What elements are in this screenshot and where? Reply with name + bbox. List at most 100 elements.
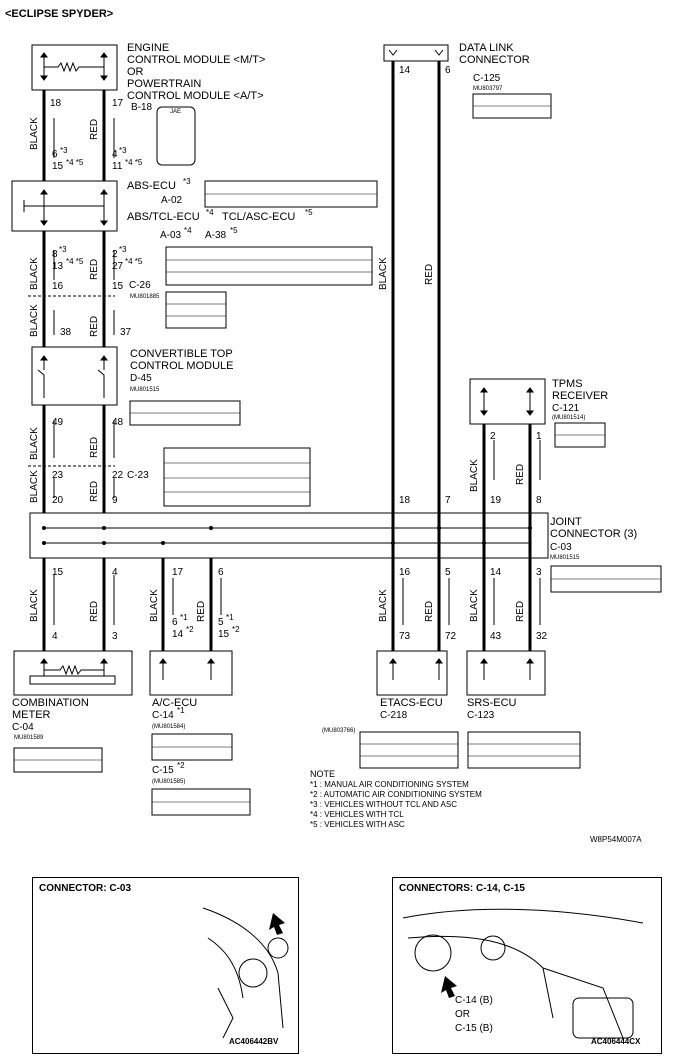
inset-c14-code: AC406444CX [591, 1037, 641, 1046]
etacs-label: ETACS-ECU [380, 697, 443, 709]
inset-c14-c15: CONNECTORS: C-14, C-15 C-14 (B) OR C-15 … [392, 877, 662, 1054]
pin-number: 15 [52, 567, 64, 578]
pin-number: 17 [172, 567, 184, 578]
etacs-part: (MU803766) [322, 728, 356, 734]
tpms-part: (MU801514) [552, 415, 586, 421]
tpms-label-1: TPMS [552, 378, 583, 390]
pin-number: 19 [490, 495, 502, 506]
note-item: *3 : VEHICLES WITHOUT TCL AND ASC [310, 800, 457, 809]
pin-number: 22 [112, 470, 124, 481]
pin-note: *3 [59, 245, 67, 254]
ctcm-connector: D-45 [130, 373, 152, 384]
wire-color-label: BLACK [29, 470, 40, 503]
ac-conn-2: C-15 [152, 765, 174, 776]
ecm-label-3: OR [127, 66, 144, 78]
pin-number: 20 [52, 495, 64, 506]
tpms-connector: C-121 [552, 403, 580, 414]
wire-color-label: BLACK [378, 589, 389, 622]
inset-c03-code: AC406442BV [229, 1037, 279, 1046]
etacs-box [376, 650, 448, 696]
pin-number: 5 [445, 567, 451, 578]
wire-color-label: RED [515, 600, 526, 622]
abs-conn-2a: A-03 [160, 230, 182, 241]
pin-number: 49 [52, 417, 64, 428]
pin-number: 16 [399, 567, 411, 578]
pin-number: 14 [490, 567, 502, 578]
note-title: NOTE [310, 769, 336, 779]
meter-box [13, 650, 133, 696]
ac-part-1: (MU801584) [152, 724, 186, 730]
pin-number: 9 [112, 495, 118, 506]
console-illustration [402, 908, 644, 1039]
pin-note: *4 *5 [66, 257, 84, 266]
jc-label-2: CONNECTOR (3) [550, 528, 638, 540]
pin-number: 38 [60, 327, 72, 338]
ecm-connector: B-18 [131, 102, 153, 113]
pin-number: 2 [112, 249, 118, 260]
pin-number: 6 [172, 617, 178, 628]
pin-number: 27 [112, 261, 124, 272]
pin-number: 5 [218, 617, 224, 628]
wire-color-label: BLACK [469, 589, 480, 622]
meter-label-2: METER [12, 709, 51, 721]
pin-number: 18 [399, 495, 411, 506]
wire-color-label: RED [424, 600, 435, 622]
pin-note: *2 [186, 625, 194, 634]
jc-label-1: JOINT [550, 516, 582, 528]
wire-color-label: BLACK [378, 257, 389, 290]
wire-color-label: BLACK [149, 589, 160, 622]
inset-c14-label: C-14 (B) [455, 995, 493, 1006]
pin-note: *4 *5 [125, 158, 143, 167]
abs-sup-4: *4 [184, 226, 192, 235]
jc-connector: C-03 [550, 542, 572, 553]
pin-note: *1 [180, 613, 188, 622]
pin-number: 3 [536, 567, 542, 578]
pin-number: 15 [112, 281, 124, 292]
ac-conn-1: C-14 [152, 710, 174, 721]
note-item: *2 : AUTOMATIC AIR CONDITIONING SYSTEM [310, 790, 482, 799]
ctcm-label-2: CONTROL MODULE [130, 360, 234, 372]
note-item: *1 : MANUAL AIR CONDITIONING SYSTEM [310, 780, 469, 789]
wire-color-label: RED [89, 258, 100, 280]
c23-label: C-23 [127, 470, 149, 481]
abs-label-2: ABS/TCL-ECU [127, 211, 200, 223]
wire-color-label: BLACK [29, 117, 40, 150]
pin-note: *3 [60, 146, 68, 155]
wire-color-label: BLACK [29, 257, 40, 290]
ac-part-2: (MU801585) [152, 779, 186, 785]
page-title: <ECLIPSE SPYDER> [5, 8, 114, 20]
srs-connector: C-123 [467, 710, 495, 721]
note-item: *5 : VEHICLES WITH ASC [310, 820, 405, 829]
pin-number: 4 [52, 631, 58, 642]
srs-label: SRS-ECU [467, 697, 517, 709]
wire-color-label: RED [89, 315, 100, 337]
wire-color-label: RED [89, 480, 100, 502]
wire-color-label: RED [89, 118, 100, 140]
pin-note: *4 *5 [125, 257, 143, 266]
pin-number: 43 [490, 631, 502, 642]
pin-number: 6 [445, 65, 451, 76]
pin-number: 7 [445, 495, 451, 506]
srs-box [466, 650, 546, 696]
joint-connector-box [29, 512, 549, 559]
pin-number: 6 [218, 567, 224, 578]
abs-sup-1: *3 [183, 177, 191, 186]
ctcm-label-1: CONVERTIBLE TOP [130, 348, 233, 360]
pin-number: 14 [172, 629, 184, 640]
pin-number: 8 [52, 249, 58, 260]
pin-note: *1 [226, 613, 234, 622]
wire-color-label: BLACK [29, 304, 40, 337]
ctcm-part: MU801515 [130, 387, 160, 393]
pin-number: 8 [536, 495, 542, 506]
ecm-label-4: POWERTRAIN [127, 78, 202, 90]
dlc-label-2: CONNECTOR [459, 54, 530, 66]
tpms-label-2: RECEIVER [552, 390, 609, 402]
abs-label-1: ABS-ECU [127, 180, 176, 192]
ecm-box [31, 44, 118, 91]
etacs-connector: C-218 [380, 710, 408, 721]
wire-color-label: RED [515, 463, 526, 485]
pin-number: 11 [112, 161, 123, 172]
abs-sup-3: *5 [305, 208, 313, 217]
pin-note: *3 [119, 245, 127, 254]
